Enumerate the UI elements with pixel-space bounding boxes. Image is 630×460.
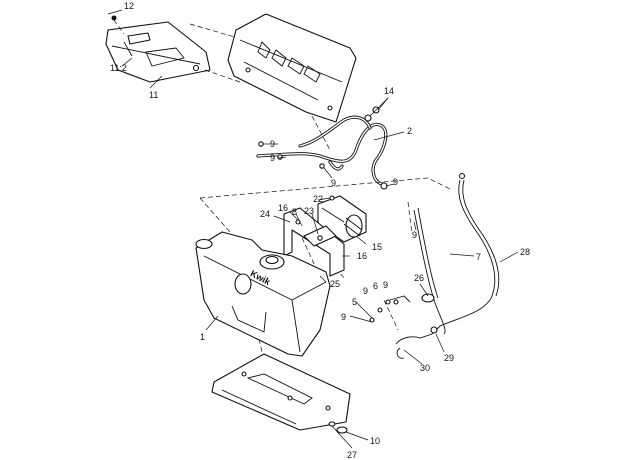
callout-24: 24: [260, 209, 270, 219]
callout-25: 25: [330, 279, 340, 289]
tank-part: Kwik: [195, 231, 331, 357]
callout-16: 16: [278, 203, 288, 213]
mounting-plate-part: [211, 353, 351, 434]
callout-8: 8: [292, 207, 297, 217]
callout-10: 10: [370, 436, 380, 446]
callout-labels: 12 11:2 11 14 2 9 9 9 9 16 8 22 23 24 15…: [110, 1, 530, 460]
callout-7: 7: [476, 252, 481, 262]
callout-28: 28: [520, 247, 530, 257]
callout-5: 5: [352, 297, 357, 307]
callout-23: 23: [304, 206, 314, 216]
callout-22: 22: [313, 194, 323, 204]
fittings-part: [258, 141, 325, 169]
callout-15: 15: [372, 242, 382, 252]
callout-9: 9: [331, 178, 336, 188]
callout-9: 9: [341, 312, 346, 322]
callout-26: 26: [414, 273, 424, 283]
callout-14: 14: [384, 86, 394, 96]
callout-9: 9: [363, 286, 368, 296]
callout-9: 9: [393, 177, 398, 187]
callout-9: 9: [270, 153, 275, 163]
callout-12: 12: [124, 1, 134, 11]
callout-9: 9: [383, 280, 388, 290]
callout-27: 27: [347, 450, 357, 460]
bracket-part: [283, 207, 345, 277]
callout-9: 9: [412, 230, 417, 240]
callout-16: 16: [357, 251, 367, 261]
fittings-lower-part: [369, 295, 411, 323]
callout-2: 2: [407, 126, 412, 136]
callout-11: 11: [149, 90, 158, 100]
callout-9: 9: [270, 139, 275, 149]
callout-1: 1: [200, 332, 205, 342]
spray-hose-part: [395, 172, 500, 359]
callout-29: 29: [444, 353, 454, 363]
callout-11-2: 11:2: [110, 63, 127, 73]
hose-assembly-part: [256, 106, 388, 190]
callout-6: 6: [373, 281, 378, 291]
callout-30: 30: [420, 363, 430, 373]
cover-panel-part: [105, 15, 246, 83]
leader-lines: [107, 9, 519, 449]
frame-plate-part: [227, 13, 357, 151]
